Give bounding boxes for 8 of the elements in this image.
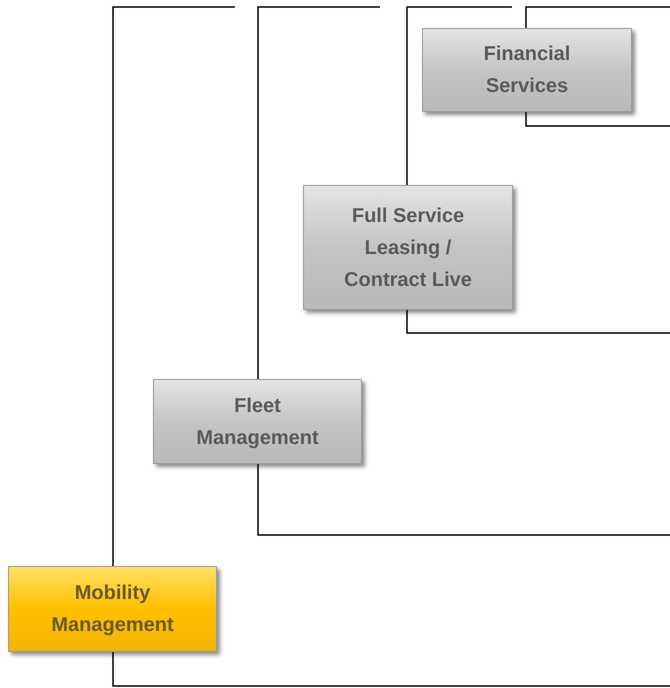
box-label: Fleet Management	[195, 394, 320, 450]
segment-box	[303, 185, 513, 310]
box-label: Mobility Management	[50, 581, 175, 638]
box-label: Full Service Leasing / Contract Live	[343, 204, 473, 292]
segment-box	[8, 566, 217, 652]
segment-box	[153, 379, 362, 464]
box-label: Financial Services	[482, 42, 572, 99]
segment-box	[422, 28, 632, 112]
